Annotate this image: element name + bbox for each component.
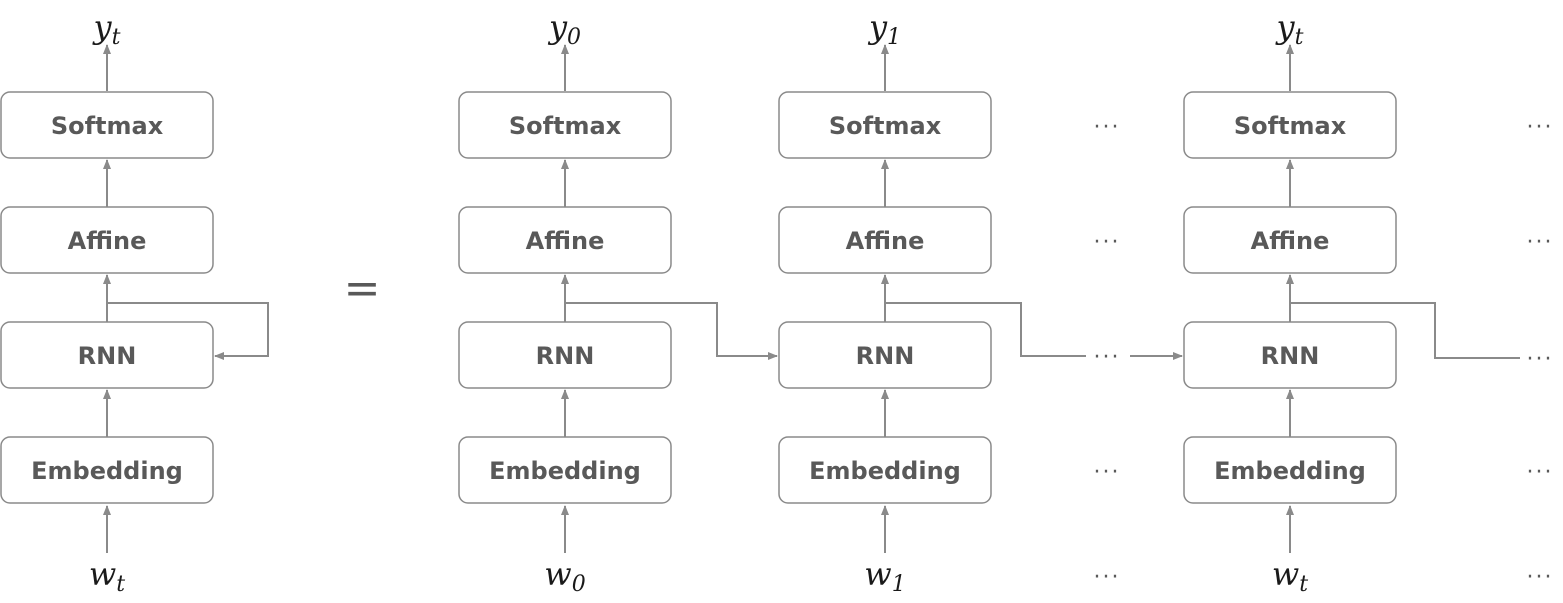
column-tn: yt Softmax Affine RNN Embedding wt: [1183, 8, 1397, 597]
hidden-state-arrow-0-to-1: [565, 302, 778, 360]
affine-label-1: Affine: [846, 227, 925, 255]
softmax-box-1: [778, 91, 992, 159]
affine-label: Affine: [68, 227, 147, 255]
ellipsis-softmax-middle: ···: [1094, 115, 1121, 140]
recurrent-loop-arrow: [107, 302, 269, 360]
hidden-state-line-t-to-ellipsis: [1290, 302, 1520, 359]
embedding-label-0: Embedding: [489, 457, 641, 485]
softmax-label: Softmax: [51, 112, 164, 140]
softmax-box-t: [1183, 91, 1397, 159]
input-label-0: w0: [544, 555, 585, 597]
rnn-box: [0, 321, 214, 389]
softmax-label-t: Softmax: [1234, 112, 1347, 140]
softmax-box: [0, 91, 214, 159]
embedding-label-1: Embedding: [809, 457, 961, 485]
ellipsis-embedding-right: ···: [1527, 460, 1554, 485]
column-t0: y0 Softmax Affine RNN Embedding w0: [458, 8, 672, 597]
embedding-box: [0, 436, 214, 504]
rnn-box-0: [458, 321, 672, 389]
softmax-label-1: Softmax: [829, 112, 942, 140]
affine-box: [0, 206, 214, 274]
affine-label-t: Affine: [1251, 227, 1330, 255]
affine-box-0: [458, 206, 672, 274]
output-label-1: y1: [867, 8, 901, 50]
column-folded: yt Softmax Affine RNN Embedding wt: [0, 8, 269, 597]
ellipsis-column-middle: ··· ··· ··· ··· ···: [1094, 115, 1121, 590]
hidden-state-line-1-to-ellipsis: [885, 302, 1086, 357]
ellipsis-column-right: ··· ··· ··· ··· ···: [1527, 115, 1554, 590]
embedding-box-t: [1183, 436, 1397, 504]
output-label-t: yt: [1275, 8, 1304, 50]
ellipsis-rnn-middle: ···: [1094, 345, 1121, 370]
ellipsis-input-right: ···: [1527, 565, 1554, 590]
column-t1: y1 Softmax Affine RNN Embedding w1: [778, 8, 992, 597]
output-label-folded: yt: [92, 8, 121, 50]
ellipsis-input-middle: ···: [1094, 565, 1121, 590]
affine-box-t: [1183, 206, 1397, 274]
embedding-box-1: [778, 436, 992, 504]
embedding-label-t: Embedding: [1214, 457, 1366, 485]
rnn-label-0: RNN: [536, 342, 595, 370]
affine-label-0: Affine: [526, 227, 605, 255]
output-label-0: y0: [547, 8, 581, 50]
softmax-label-0: Softmax: [509, 112, 622, 140]
affine-box-1: [778, 206, 992, 274]
softmax-box-0: [458, 91, 672, 159]
rnn-label: RNN: [78, 342, 137, 370]
rnn-box-1: [778, 321, 992, 389]
ellipsis-embedding-middle: ···: [1094, 460, 1121, 485]
ellipsis-affine-right: ···: [1527, 230, 1554, 255]
rnn-label-t: RNN: [1261, 342, 1320, 370]
rnn-box-t: [1183, 321, 1397, 389]
ellipsis-affine-middle: ···: [1094, 230, 1121, 255]
ellipsis-softmax-right: ···: [1527, 115, 1554, 140]
input-label-t: wt: [1272, 555, 1308, 597]
equals-sign: =: [344, 263, 381, 314]
embedding-box-0: [458, 436, 672, 504]
ellipsis-rnn-right: ···: [1527, 347, 1554, 372]
rnn-label-1: RNN: [856, 342, 915, 370]
input-label-folded: wt: [89, 555, 125, 597]
input-label-1: w1: [864, 555, 905, 597]
embedding-label: Embedding: [31, 457, 183, 485]
